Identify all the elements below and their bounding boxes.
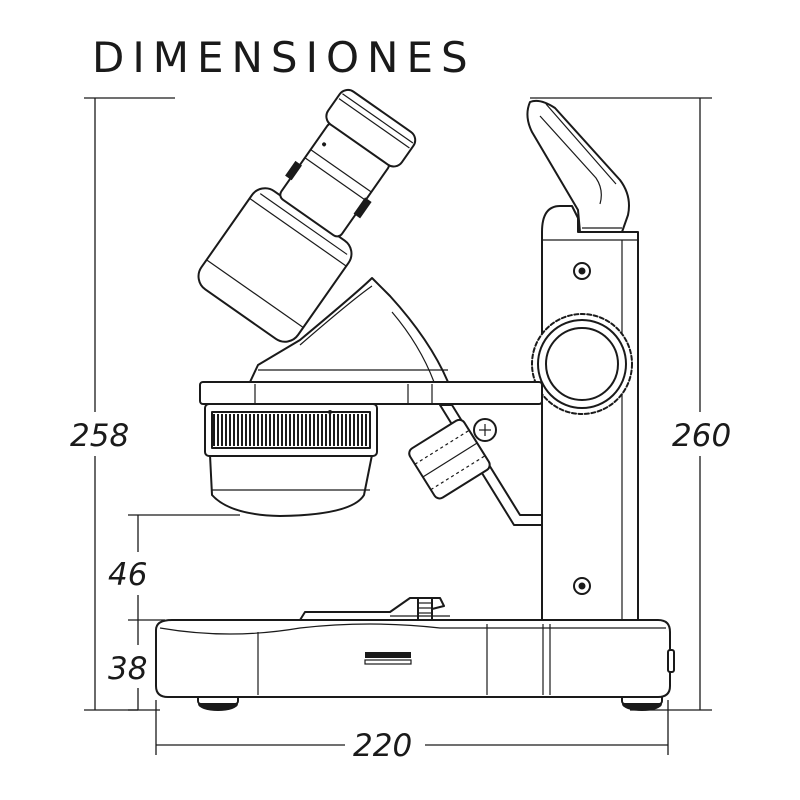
dimension-total-height-right: 260 bbox=[672, 418, 731, 454]
stage-plate bbox=[199, 381, 543, 405]
dimension-working-distance: 46 bbox=[108, 557, 147, 593]
focus-knob bbox=[531, 313, 633, 415]
objective-knurl bbox=[213, 414, 367, 446]
dimension-total-height-left: 258 bbox=[70, 418, 129, 454]
microscope bbox=[155, 88, 675, 711]
light-dial bbox=[408, 418, 491, 500]
dimension-base-width: 220 bbox=[353, 728, 412, 764]
stage-clip bbox=[299, 597, 450, 621]
microscope-base bbox=[155, 619, 675, 711]
dimension-base-height: 38 bbox=[108, 651, 147, 687]
binocular-head bbox=[197, 88, 417, 343]
lamp-arm bbox=[526, 99, 630, 233]
head-arm bbox=[249, 277, 449, 383]
page-title: DIMENSIONES bbox=[92, 33, 476, 82]
objective-housing bbox=[204, 403, 378, 517]
